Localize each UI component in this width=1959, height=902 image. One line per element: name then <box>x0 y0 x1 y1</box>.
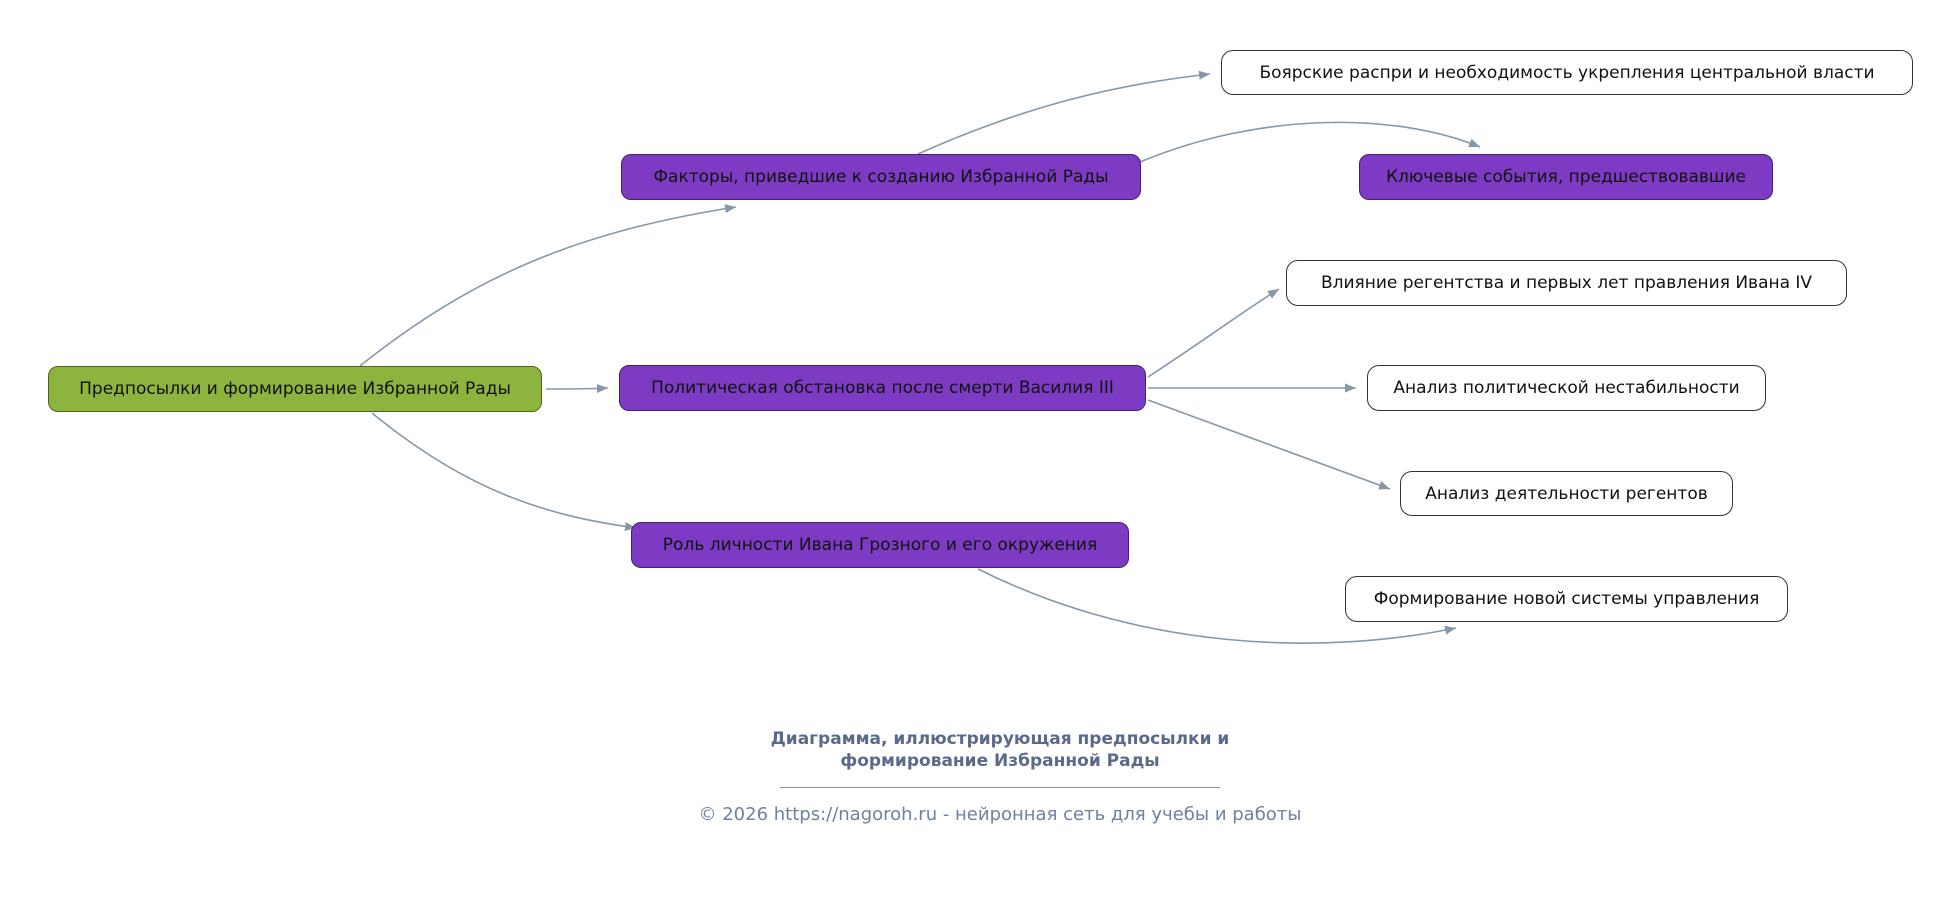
node-root: Предпосылки и формирование Избранной Рад… <box>48 366 542 412</box>
node-regents: Анализ деятельности регентов <box>1400 471 1733 516</box>
edge-root-factors <box>359 204 737 367</box>
node-boyar: Боярские распри и необходимость укреплен… <box>1221 50 1913 95</box>
node-role: Роль личности Ивана Грозного и его окруж… <box>631 522 1129 568</box>
node-events: Ключевые события, предшествовавшие <box>1359 154 1773 200</box>
node-system: Формирование новой системы управления <box>1345 576 1788 622</box>
edge-factors-boyar <box>917 70 1211 155</box>
node-instability: Анализ политической нестабильности <box>1367 365 1766 411</box>
diagram-caption: Диаграмма, иллюстрирующая предпосылки и … <box>771 728 1230 772</box>
edge-role-system <box>977 568 1457 644</box>
node-politics: Политическая обстановка после смерти Вас… <box>619 365 1146 411</box>
footer-credit: © 2026 https://nagoroh.ru - нейронная се… <box>698 804 1302 825</box>
diagram-caption-line2: формирование Избранной Рады <box>840 751 1160 771</box>
edge-politics-regents <box>1147 399 1391 490</box>
caption-divider <box>780 787 1220 788</box>
edge-factors-events <box>1139 121 1481 163</box>
edge-politics-regency <box>1147 288 1280 378</box>
node-regency: Влияние регентства и первых лет правлени… <box>1286 260 1847 306</box>
edge-root-politics <box>545 384 609 394</box>
edge-root-role <box>371 412 637 531</box>
node-factors: Факторы, приведшие к созданию Избранной … <box>621 154 1141 200</box>
diagram-caption-line1: Диаграмма, иллюстрирующая предпосылки и <box>770 729 1230 749</box>
